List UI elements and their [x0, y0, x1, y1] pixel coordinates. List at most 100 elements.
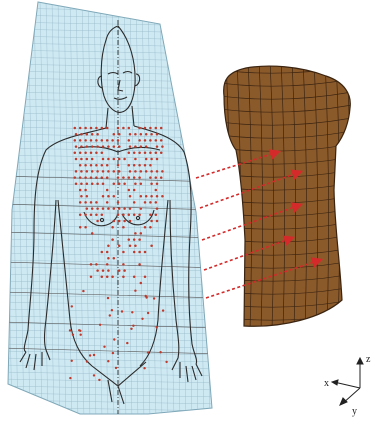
electrode-dot — [134, 183, 137, 186]
electrode-dot — [150, 245, 153, 248]
electrode-dot — [144, 276, 147, 279]
electrode-dot — [123, 269, 126, 272]
electrode-dot — [145, 145, 148, 148]
electrode-dot — [102, 183, 105, 186]
electrode-dot — [122, 251, 125, 254]
electrode-dot — [96, 207, 99, 210]
electrode-dot — [75, 158, 78, 161]
electrode-dot — [106, 139, 109, 142]
electrode-dot — [79, 152, 82, 155]
electrode-dot — [133, 201, 136, 204]
electrode-dot — [118, 158, 121, 161]
electrode-dot — [80, 170, 83, 173]
electrode-dot — [134, 145, 137, 148]
electrode-dot — [161, 145, 164, 148]
electrode-dot — [144, 127, 147, 130]
electrode-dot — [107, 158, 110, 161]
electrode-dot — [140, 232, 143, 235]
electrode-dot — [111, 139, 114, 142]
electrode-dot — [131, 311, 133, 313]
electrode-dot — [91, 170, 94, 173]
electrode-dot — [79, 226, 82, 229]
electrode-dot — [159, 351, 161, 353]
electrode-dot — [133, 152, 136, 155]
z-axis-label: z — [366, 354, 371, 365]
electrode-dot — [95, 152, 98, 155]
electrode-dot — [69, 377, 71, 379]
electrode-dot — [161, 195, 164, 198]
electrode-dot — [95, 214, 98, 217]
electrode-dot — [138, 152, 141, 155]
electrode-dot — [102, 269, 105, 272]
electrode-dot — [102, 158, 105, 161]
electrode-dot — [102, 195, 105, 198]
electrode-dot — [95, 201, 98, 204]
electrode-dot — [150, 220, 153, 223]
electrode-dot — [138, 214, 141, 217]
electrode-dot — [122, 226, 125, 229]
electrode-dot — [106, 251, 109, 254]
electrode-dot — [107, 269, 110, 272]
electrode-dot — [140, 183, 143, 186]
electrode-dot — [106, 127, 109, 130]
electrode-dot — [156, 220, 159, 223]
electrode-dot — [156, 158, 159, 161]
electrode-dot — [74, 152, 77, 155]
electrode-dot — [101, 127, 104, 130]
electrode-dot — [145, 170, 148, 173]
electrode-dot — [128, 176, 131, 179]
electrode-dot — [160, 176, 163, 179]
electrode-dot — [143, 367, 145, 369]
electrode-dot — [138, 263, 141, 266]
electrode-dot — [144, 226, 147, 229]
electrode-dot — [133, 251, 136, 254]
electrode-dot — [101, 214, 104, 217]
electrode-dot — [71, 305, 73, 307]
torso-model — [220, 60, 352, 330]
torso-surface — [224, 66, 351, 326]
axis-triad — [332, 358, 363, 405]
electrode-dot — [90, 176, 93, 179]
electrode-dot — [145, 296, 147, 298]
electrode-dot — [101, 139, 104, 142]
electrode-dot — [107, 297, 109, 299]
electrode-dot — [117, 164, 120, 167]
electrode-dot — [78, 329, 80, 331]
electrode-dot — [132, 325, 134, 327]
electrode-dot — [138, 164, 141, 167]
electrode-dot — [144, 164, 147, 167]
electrode-dot — [95, 139, 98, 142]
electrode-dot — [107, 195, 110, 198]
electrode-dot — [91, 145, 94, 148]
electrode-dot — [155, 127, 158, 130]
electrode-dot — [84, 127, 87, 130]
electrode-dot — [95, 127, 98, 130]
electrode-dot — [162, 309, 164, 311]
electrode-dot — [134, 245, 137, 248]
electrode-dot — [149, 176, 152, 179]
electrode-dot — [155, 139, 158, 142]
electrode-dot — [134, 133, 137, 136]
electrode-dot — [144, 152, 147, 155]
electrode-dot — [156, 170, 159, 173]
electrode-dot — [128, 214, 131, 217]
electrode-dot — [149, 164, 152, 167]
electrode-dot — [140, 282, 143, 285]
electrode-dot — [75, 145, 78, 148]
electrode-dot — [149, 201, 152, 204]
electrode-dot — [133, 276, 136, 279]
electrode-dot — [69, 329, 71, 331]
electrode-dot — [103, 346, 105, 348]
electrode-dot — [118, 269, 121, 272]
electrode-dot — [112, 352, 114, 354]
electrode-dot — [134, 158, 137, 161]
electrode-dot — [84, 152, 87, 155]
electrode-dot — [144, 139, 147, 142]
electrode-dot — [75, 183, 78, 186]
electrode-dot — [156, 207, 159, 210]
electrode-dot — [118, 183, 121, 186]
electrode-dot — [90, 152, 93, 155]
electrode-dot — [90, 164, 93, 167]
electrode-dot — [138, 176, 141, 179]
electrode-dot — [122, 176, 125, 179]
